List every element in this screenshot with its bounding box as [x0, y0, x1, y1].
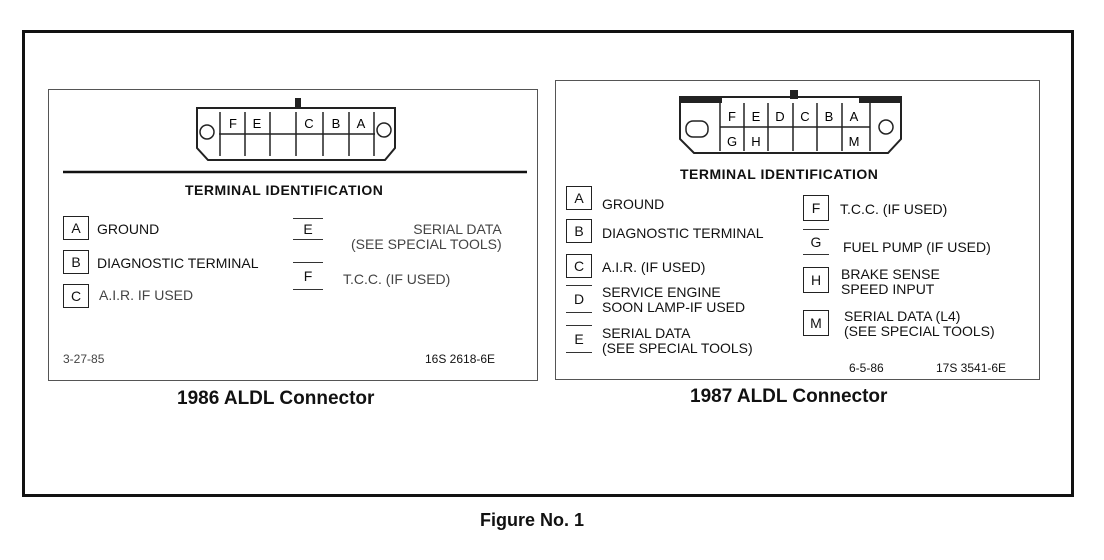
date-code: 6-5-86 [849, 361, 884, 375]
terminal-f-box: F [803, 195, 829, 221]
part-number: 16S 2618-6E [425, 352, 496, 366]
terminal-a-box: A [63, 216, 89, 240]
terminal-identification-heading: TERMINAL IDENTIFICATION [185, 182, 384, 198]
terminal-h-label: BRAKE SENSE SPEED INPUT [841, 266, 940, 297]
part-number: 17S 3541-6E [936, 361, 1007, 375]
terminal-m-box: M [803, 310, 829, 336]
terminal-b-label: DIAGNOSTIC TERMINAL [602, 225, 764, 241]
terminal-e-label: SERIAL DATA (SEE SPECIAL TOOLS) [602, 325, 753, 356]
terminal-a-label: GROUND [602, 196, 665, 212]
pin-c-label: C [800, 109, 809, 124]
pin-b-label: B [825, 109, 834, 124]
terminal-e-box: E [566, 325, 592, 353]
terminal-c-box: C [63, 284, 89, 308]
terminal-g-label: FUEL PUMP (IF USED) [843, 239, 991, 255]
connector-1986-card: F E C B A TERMINAL IDENTIFICATION A GROU… [48, 89, 538, 381]
terminal-c-label: A.I.R. IF USED [99, 287, 194, 303]
figure-frame [22, 30, 1074, 497]
pin-c-label: C [304, 116, 313, 131]
terminal-h-box: H [803, 267, 829, 293]
terminal-d-label: SERVICE ENGINE SOON LAMP-IF USED [602, 284, 746, 315]
pin-e-label: E [752, 109, 761, 124]
terminal-f-label: T.C.C. (IF USED) [343, 271, 451, 287]
figure-caption: Figure No. 1 [480, 510, 585, 530]
terminal-b-box: B [63, 250, 89, 274]
pin-f-label: F [728, 109, 736, 124]
pin-e-label: E [253, 116, 262, 131]
terminal-c-box: C [566, 254, 592, 278]
terminal-e-box: E [293, 218, 323, 240]
terminal-f-label: T.C.C. (IF USED) [840, 201, 948, 217]
terminal-b-label: DIAGNOSTIC TERMINAL [97, 255, 259, 271]
terminal-g-box: G [803, 229, 829, 255]
connector-1987-card: F E D C B A G H M TERMINAL IDENTIFICATIO… [555, 80, 1040, 380]
date-code: 3-27-85 [63, 352, 105, 366]
terminal-c-label: A.I.R. (IF USED) [602, 259, 706, 275]
terminal-identification-heading: TERMINAL IDENTIFICATION [680, 166, 879, 182]
terminal-m-label: SERIAL DATA (L4) (SEE SPECIAL TOOLS) [844, 308, 995, 339]
pin-f-label: F [229, 116, 237, 131]
pin-b-label: B [332, 116, 341, 131]
caption-1986: 1986 ALDL Connector [177, 388, 375, 409]
terminal-e-label: SERIAL DATA (SEE SPECIAL TOOLS) [351, 221, 502, 252]
terminal-a-box: A [566, 186, 592, 210]
pin-a-label: A [357, 116, 366, 131]
terminal-f-box: F [293, 262, 323, 290]
pin-h-label: H [751, 134, 760, 149]
terminal-d-box: D [566, 285, 592, 313]
terminal-a-label: GROUND [97, 221, 160, 237]
caption-1987: 1987 ALDL Connector [690, 386, 888, 407]
pin-g-label: G [727, 134, 737, 149]
terminal-b-box: B [566, 219, 592, 243]
pin-a-label: A [850, 109, 859, 124]
connector-1987-drawing: F E D C B A G H M [679, 90, 902, 154]
pin-m-label: M [849, 134, 860, 149]
pin-d-label: D [775, 109, 784, 124]
connector-1986-drawing: F E C B A [63, 98, 527, 174]
